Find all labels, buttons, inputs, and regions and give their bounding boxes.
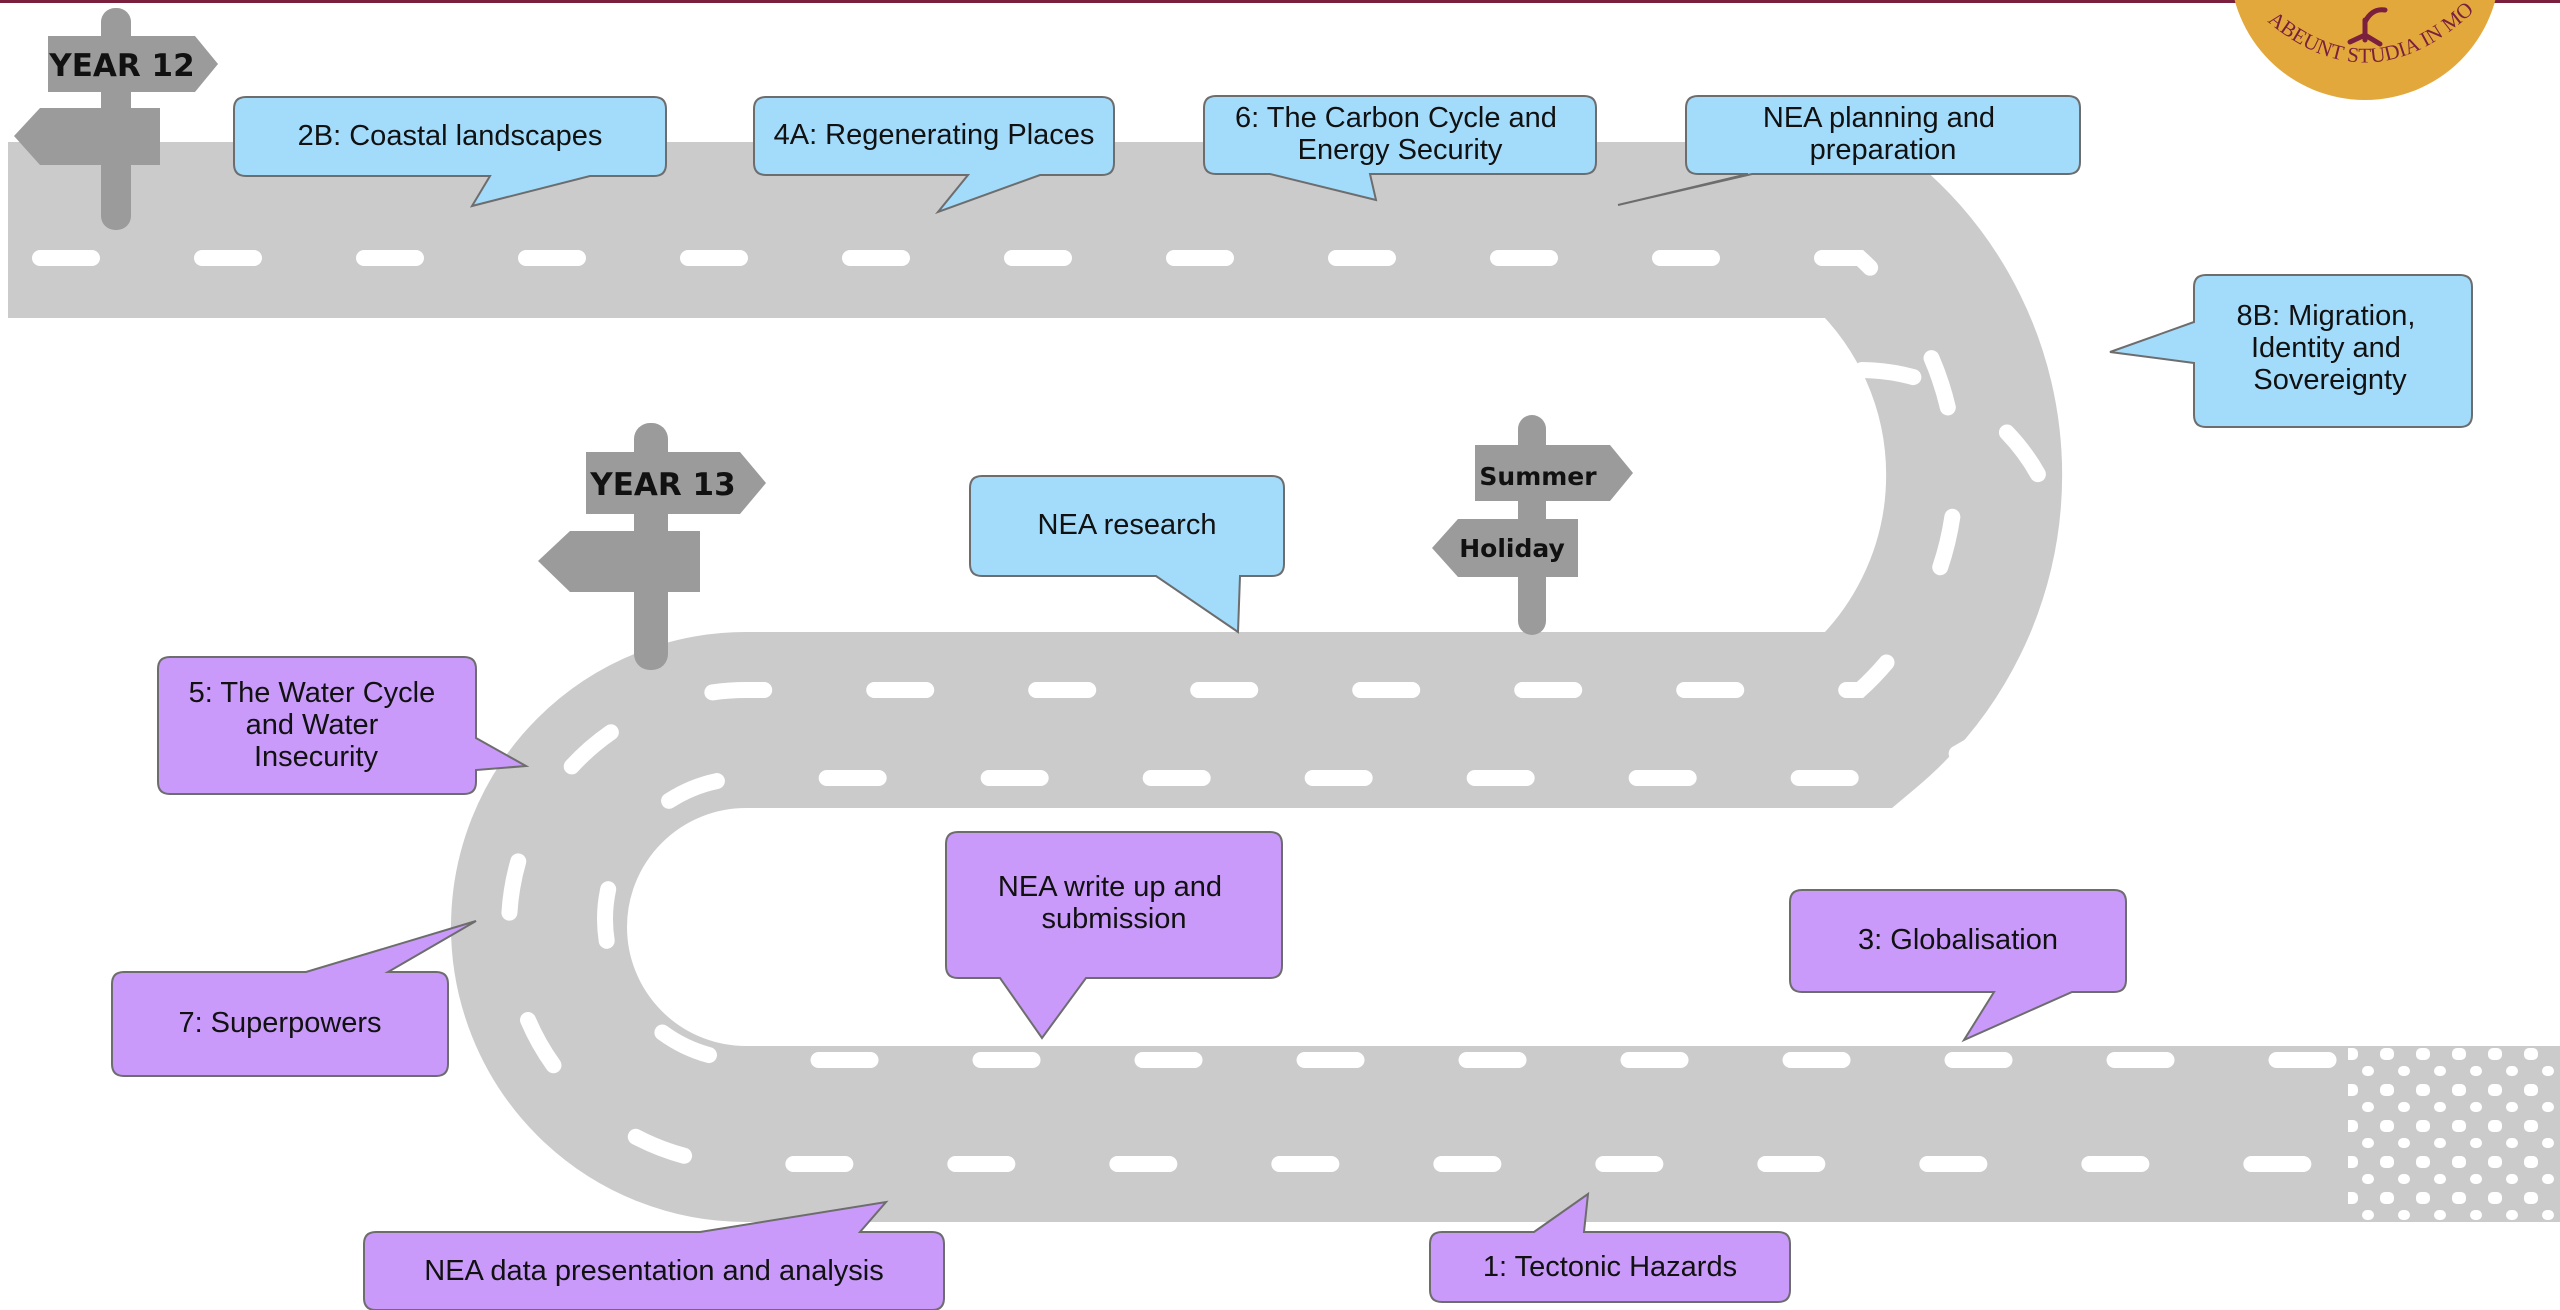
callout-nea-research: NEA research	[969, 475, 1285, 634]
callout-nea-planning: NEA planning and preparation	[1617, 95, 2081, 206]
callout-label: NEA data presentation and analysis	[424, 1255, 883, 1287]
callout-migration: 8B: Migration, Identity and Sovereignty	[2109, 274, 2473, 428]
callout-label: 3: Globalisation	[1858, 924, 2058, 956]
callout-label: 5: The Water Cycle and Water Insecurity	[189, 677, 444, 773]
callout-label: NEA write up and submission	[998, 871, 1230, 935]
callout-label: 2B: Coastal landscapes	[298, 120, 603, 152]
callout-label: 7: Superpowers	[178, 1007, 381, 1039]
top-border-line	[0, 0, 2560, 3]
callout-carbon-cycle: 6: The Carbon Cycle and Energy Security	[1203, 95, 1597, 202]
callout-nea-write-up: NEA write up and submission	[945, 831, 1283, 1040]
callout-label: 1: Tectonic Hazards	[1483, 1251, 1737, 1283]
summer-label: Summer	[1479, 462, 1597, 491]
callout-regenerating-places: 4A: Regenerating Places	[753, 96, 1115, 215]
finish-line	[2348, 1046, 2560, 1222]
callout-label: NEA research	[1038, 509, 1217, 541]
year-12-label: YEAR 12	[48, 48, 194, 84]
callout-coastal-landscapes: 2B: Coastal landscapes	[233, 96, 667, 208]
signpost-summer-holiday: Summer Holiday	[1432, 415, 1633, 635]
callout-label: 4A: Regenerating Places	[774, 119, 1095, 151]
callout-label: 6: The Carbon Cycle and Energy Security	[1235, 102, 1565, 166]
callout-superpowers: 7: Superpowers	[111, 920, 477, 1077]
callout-water-cycle: 5: The Water Cycle and Water Insecurity	[157, 656, 530, 795]
callout-nea-data: NEA data presentation and analysis	[363, 1200, 945, 1310]
road	[8, 142, 2560, 1222]
callout-label: NEA planning and preparation	[1763, 102, 2003, 166]
callout-tectonic-hazards: 1: Tectonic Hazards	[1429, 1191, 1791, 1303]
callout-label: 8B: Migration, Identity and Sovereignty	[2237, 300, 2424, 396]
svg-text:ABEUNT STUDIA IN MORES: ABEUNT STUDIA IN MORES	[0, 0, 2478, 68]
year-13-label: YEAR 13	[589, 467, 735, 503]
school-crest-logo: ABEUNT STUDIA IN MORES	[0, 0, 2496, 100]
holiday-label: Holiday	[1459, 534, 1565, 563]
lane-marking-lower	[72, 362, 2348, 1068]
callout-globalisation: 3: Globalisation	[1789, 889, 2127, 1043]
signpost-year-13: YEAR 13	[538, 423, 766, 670]
signpost-year-12: YEAR 12	[14, 8, 218, 230]
